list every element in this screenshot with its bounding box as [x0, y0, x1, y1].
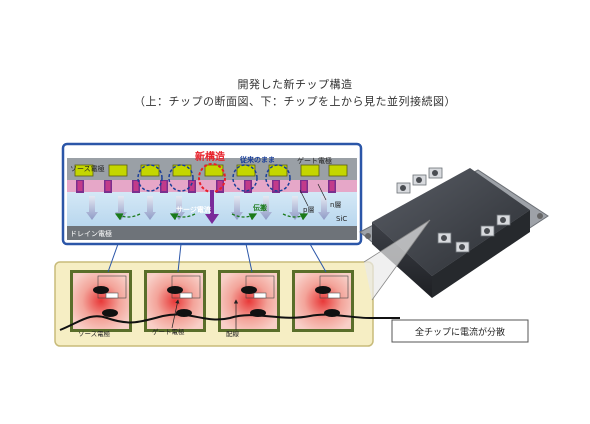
connector-line [177, 243, 182, 273]
propagation-label: 伝搬 [253, 203, 267, 212]
tv-gate-electrode-label: ゲート電極 [152, 327, 185, 336]
propagation-arrow [231, 213, 258, 221]
new-structure-label: 新構造 [195, 150, 226, 163]
bond-point [241, 286, 257, 294]
drain-electrode-label: ドレイン電極 [70, 229, 112, 238]
tv-wiring-label: 配線 [226, 329, 240, 338]
conventional-circle [232, 164, 258, 192]
connector-line [245, 243, 253, 273]
callout-line [363, 219, 431, 263]
trench-poly [217, 181, 223, 191]
chip-top-view [292, 270, 354, 332]
p-layer-leader [299, 189, 309, 207]
trench-poly [105, 181, 111, 191]
chip-active-area [295, 273, 351, 329]
trench-poly [161, 181, 167, 191]
drain-electrode-layer [67, 226, 357, 240]
trench-poly [133, 181, 139, 191]
chip-top-view [218, 270, 280, 332]
propagation-arrow [169, 213, 196, 221]
gate-pad [74, 164, 94, 177]
current-down-arrow [289, 196, 301, 220]
bond-point [102, 309, 118, 317]
wiring-line [59, 313, 400, 331]
gate-pad [328, 164, 348, 177]
trench-poly [77, 181, 83, 191]
conventional-circle [265, 164, 291, 192]
callout-line [371, 219, 431, 301]
trench-poly [189, 181, 195, 191]
trench-poly [273, 181, 279, 191]
trench-poly [245, 181, 251, 191]
tv-source-electrode-label: ソース電極 [78, 329, 111, 338]
gate-pad [179, 292, 193, 299]
gate-pad [253, 292, 267, 299]
gate-electrode-label: ゲート電極 [297, 156, 332, 165]
trench-poly [301, 181, 307, 191]
current-down-arrow [231, 196, 243, 220]
current-down-arrow [318, 196, 330, 220]
conventional-circle [137, 164, 163, 192]
conventional-label: 従来のまま [239, 155, 275, 164]
callout-wedge [364, 220, 430, 300]
top-view-panel [54, 261, 400, 347]
bond-point [315, 286, 331, 294]
bond-point [93, 286, 109, 294]
module-caption: 全チップに電流が分散 [415, 326, 505, 338]
module-caption-box [391, 319, 529, 343]
trench-poly [329, 181, 335, 191]
conventional-circle [168, 164, 194, 192]
chip-top-view [144, 270, 206, 332]
gate-pad [300, 164, 320, 177]
title-line-1: 開発した新チップ構造 [237, 78, 353, 91]
n-layer-leader [317, 183, 327, 201]
sic-label: SiC [336, 215, 347, 223]
bond-point [167, 286, 183, 294]
connector-line [107, 243, 119, 273]
title-line-2: （上：チップの断面図、下：チップを上から見た並列接続図） [134, 95, 456, 108]
chip-active-area [221, 273, 277, 329]
gate-pad [105, 292, 119, 299]
connector-line [309, 243, 327, 273]
power-module-image [359, 167, 549, 298]
propagation-arrow [282, 213, 309, 221]
surge-current-label: サージ電流 [176, 205, 211, 214]
propagation-arrow [114, 213, 141, 221]
current-down-arrow [260, 196, 272, 220]
cross-section-panel [61, 142, 363, 246]
current-down-arrow [86, 196, 98, 220]
p-layer-label: p層 [303, 206, 314, 214]
gate-leader [171, 299, 180, 329]
surge-arrow-head [205, 214, 219, 224]
gate-pad [327, 292, 341, 299]
source-electrode-label: ソース電極 [70, 164, 105, 173]
gate-pad [108, 164, 128, 177]
chip-active-area [147, 273, 203, 329]
n-layer-label: n層 [330, 201, 341, 209]
current-down-arrow [144, 196, 156, 220]
